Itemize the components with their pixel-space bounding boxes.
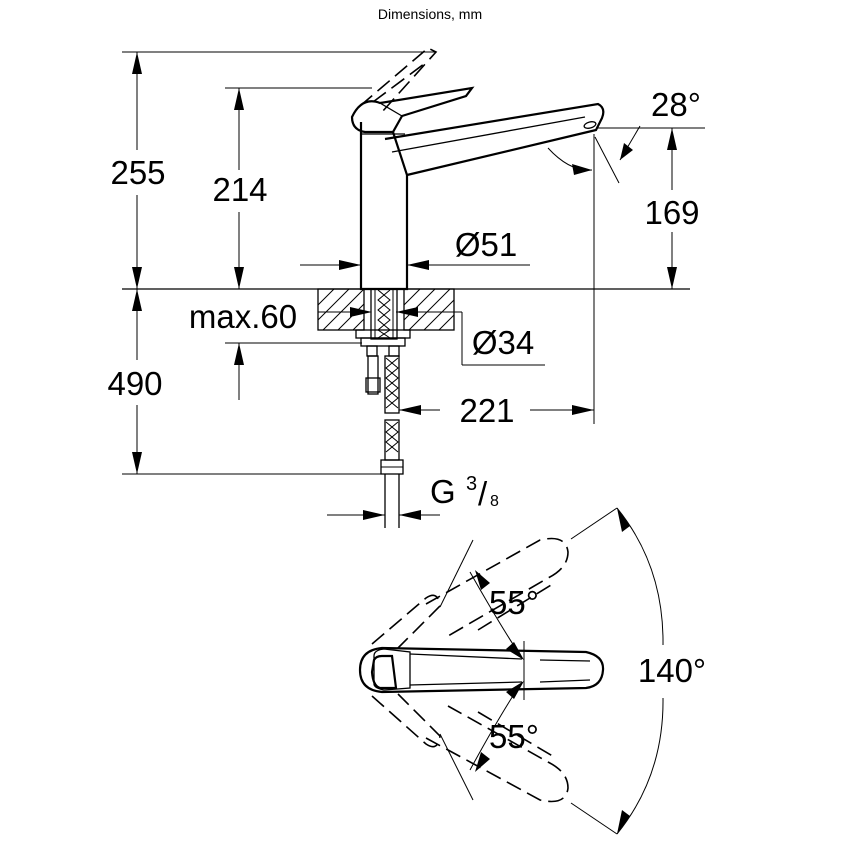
lever-top-solid xyxy=(358,646,605,694)
spout xyxy=(384,102,605,177)
angle-55-upper: 55° xyxy=(489,584,539,621)
dim-max-60: max.60 xyxy=(189,298,297,335)
dim-28-degrees: 28° xyxy=(651,86,701,123)
lever-raised xyxy=(359,47,438,113)
mounting-shank xyxy=(355,288,411,357)
angle-55-lower: 55° xyxy=(489,718,539,755)
thread-denominator: 8 xyxy=(490,493,499,510)
drawing-title: Dimensions, mm xyxy=(378,6,482,22)
thread-prefix: G xyxy=(430,473,456,510)
dim-214: 214 xyxy=(212,171,267,208)
top-view: 55° 55° 140° xyxy=(358,507,706,835)
thread-numerator: 3 xyxy=(466,473,477,495)
hoses xyxy=(365,355,404,528)
dim-255: 255 xyxy=(110,154,165,191)
lever-top-lower-dashed xyxy=(371,693,569,803)
thread-slash: / xyxy=(478,475,488,512)
faucet-body xyxy=(359,122,409,291)
dim-169: 169 xyxy=(644,194,699,231)
thread-label: G 3 / 8 xyxy=(430,473,499,512)
dim-221: 221 xyxy=(459,392,514,429)
dim-490: 490 xyxy=(107,365,162,402)
angle-140: 140° xyxy=(638,652,706,689)
side-view: 255 214 169 28° xyxy=(107,47,705,528)
dim-diameter-34: Ø34 xyxy=(472,324,534,361)
lever xyxy=(350,86,475,134)
dim-diameter-51: Ø51 xyxy=(455,226,517,263)
